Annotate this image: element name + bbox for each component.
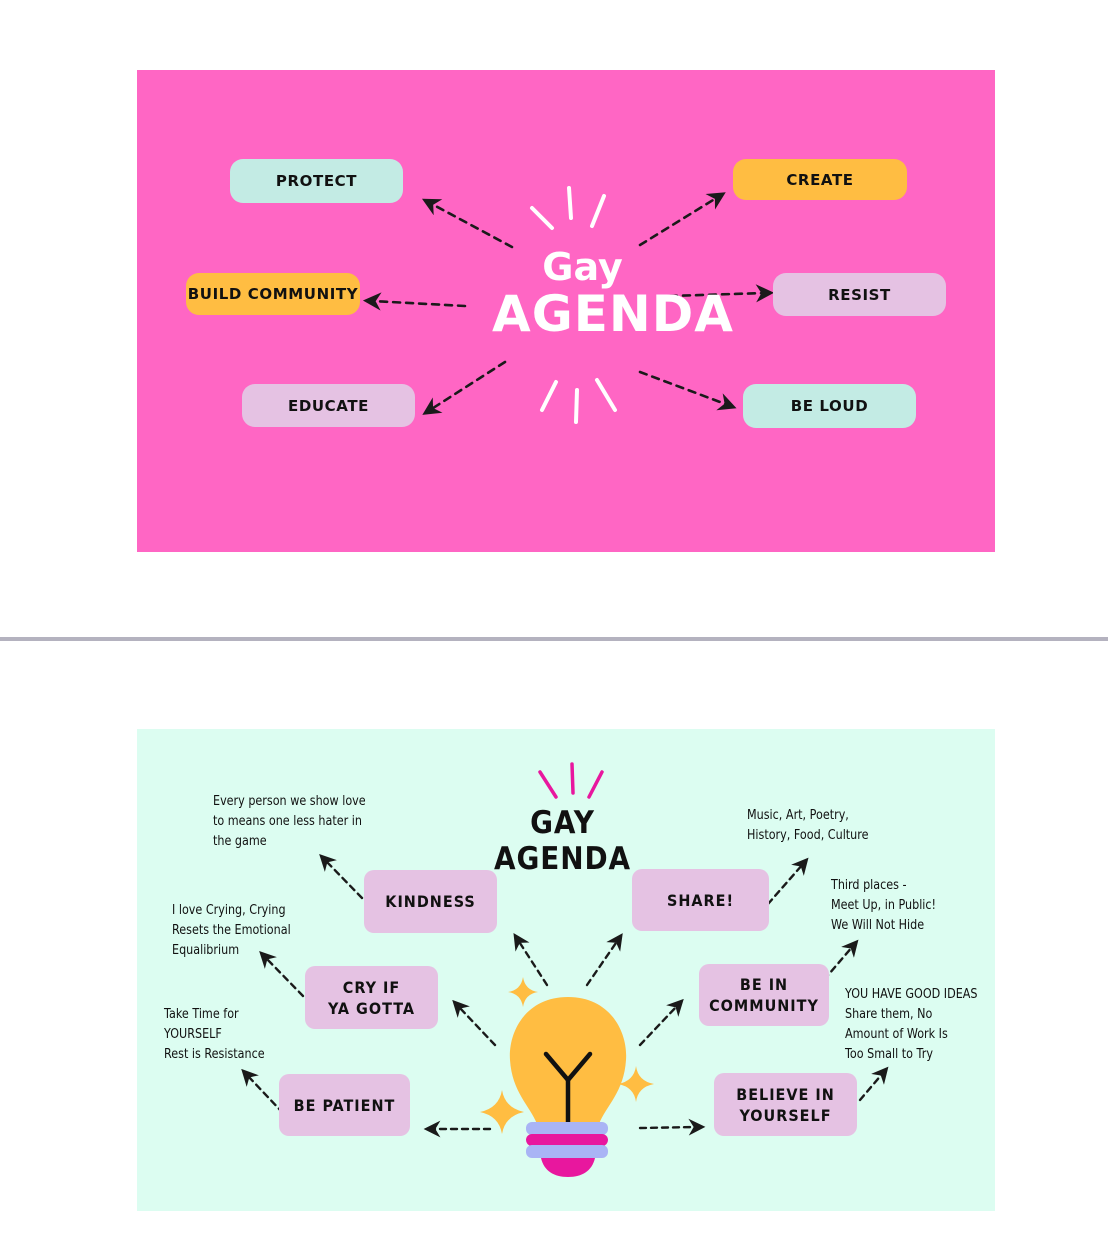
arrow-patient-note [241, 1068, 285, 1115]
spark-lines-bottom [538, 762, 604, 799]
lightbulb-icon [509, 997, 627, 1177]
arrow-to-resist [668, 284, 775, 303]
note-patient: Take Time for YOURSELF Rest is Resistanc… [164, 1007, 265, 1062]
box-kindness: KINDNESS [364, 870, 497, 933]
arrow-share-note [766, 857, 809, 906]
arrow-community-note [815, 939, 859, 990]
node-protect: PROTECT [230, 159, 403, 203]
arrow-to-be-loud [638, 370, 737, 411]
node-build-community: BUILD COMMUNITY [186, 273, 360, 315]
note-share: Music, Art, Poetry, History, Food, Cultu… [747, 808, 869, 843]
sparkle-icon [618, 1066, 654, 1102]
arrow-kindness-note [319, 853, 364, 900]
box-be-in-community: BE IN COMMUNITY [699, 964, 829, 1026]
sparkle-icon [508, 977, 538, 1007]
arrow-to-protect [421, 198, 514, 249]
title-gay: Gay [542, 245, 623, 289]
note-believe: YOU HAVE GOOD IDEAS Share them, No Amoun… [845, 987, 978, 1062]
arrow-bulb-believe [638, 1118, 706, 1136]
node-resist: RESIST [773, 273, 946, 316]
arrow-to-educate [422, 360, 507, 415]
box-cry-if-ya-gotta: CRY IF YA GOTTA [305, 966, 438, 1029]
spark-lines-top [530, 186, 617, 424]
arrow-to-create [638, 192, 726, 247]
arrow-bulb-share [585, 933, 623, 987]
bottom-slide-title: GAY AGENDA [493, 805, 632, 877]
note-community: Third places - Meet Up, in Public! We Wi… [831, 878, 937, 933]
arrow-bulb-community [638, 998, 684, 1047]
slide-divider [0, 637, 1108, 641]
arrow-bulb-cry [452, 999, 497, 1047]
node-create: CREATE [733, 159, 907, 200]
arrow-bulb-kindness [513, 932, 549, 987]
box-be-patient: BE PATIENT [279, 1074, 410, 1136]
note-cry: I love Crying, Crying Resets the Emotion… [172, 903, 291, 958]
node-be-loud: BE LOUD [743, 384, 916, 428]
arrow-to-build-community [362, 292, 467, 311]
arrow-cry-note [259, 950, 305, 998]
arrow-believe-note [858, 1066, 889, 1102]
sparkle-icon [480, 1090, 524, 1134]
note-kindness: Every person we show love to means one l… [213, 794, 366, 849]
box-share: SHARE! [632, 869, 769, 931]
top-arrows-layer [362, 186, 775, 424]
box-believe-in-yourself: BELIEVE IN YOURSELF [714, 1073, 857, 1136]
node-educate: EDUCATE [242, 384, 415, 427]
